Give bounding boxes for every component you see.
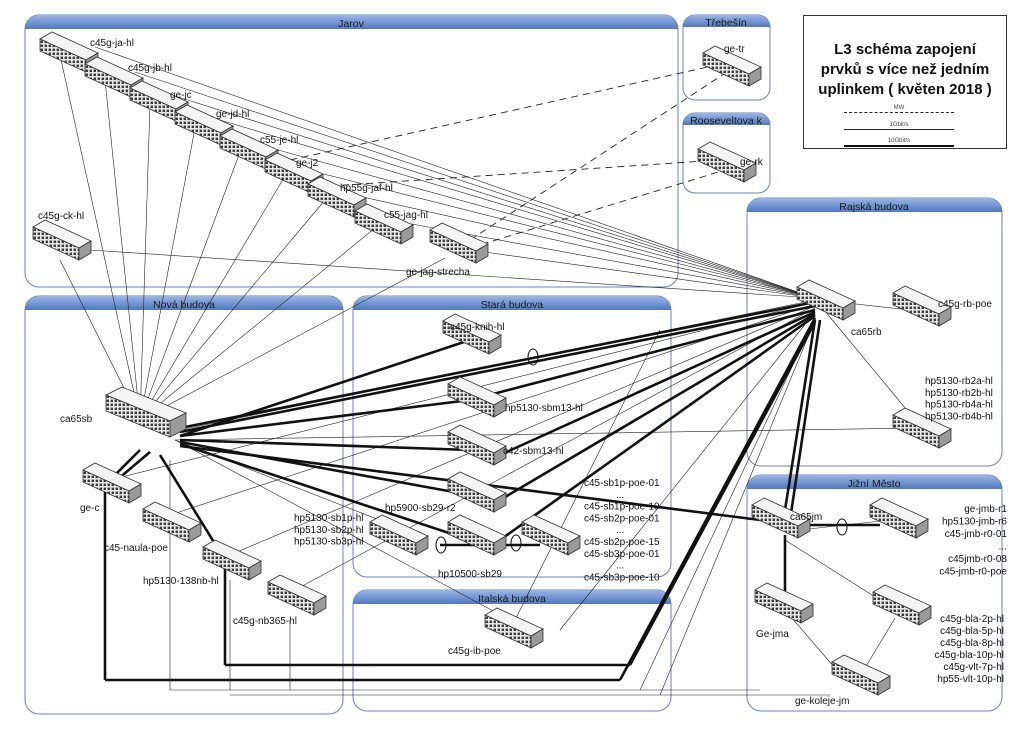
zone-title: Italská budova [478,593,546,605]
links-mw [289,61,731,249]
device-list-item: c45-sb1p-poe-19 [584,502,660,513]
device-list-item: ... [999,542,1007,553]
zone-title: Stará budova [481,299,544,311]
device-list-item: c45g-bla-2p-hl [940,614,1004,625]
legend-10g: 10Gbit/s [844,138,954,150]
device-list-item: hp5130-rb2a-hl [925,376,993,387]
zone-title: Nová budova [153,299,215,311]
label-ge-koleje-jm: ge-koleje-jm [795,696,849,707]
label-ge-jma: Ge-jma [756,629,789,640]
label-ca65rb: ca65rb [851,327,882,338]
device-list-item: c45-jmb-r0-poe [939,567,1007,578]
device-list-item: c45-sb2p-poe-01 [584,513,660,524]
device-list-item: ... [616,490,624,501]
label-ca65jm: ca65jm [790,512,822,523]
label-ge-jc: ge-jc [170,90,192,101]
device-list-item: c45-jmb-r0-01 [945,529,1008,540]
label-hp5130-sbm13-hl: hp5130-sbm13-hl [505,403,583,414]
zone-italska: Italská budova [352,589,672,712]
label-c42-sbm13-hl: c42-sbm13-hl [503,446,564,457]
label-ge-jag-strecha: ge-jag-strecha [406,267,470,278]
label-ge-j2: ge-j2 [296,158,319,169]
device-list-item: hp55-vlt-10p-hl [937,674,1004,685]
device-list-item: c45-sb3p-poe-01 [584,549,660,560]
label-c55-je-hl: c55-je-hl [260,135,298,146]
zone-title: Třebešín [705,17,747,29]
label-hp5900-sb29-r2: hp5900-sb29-r2 [385,503,456,514]
label-hp5130-138nb-hl: hp5130-138nb-hl [143,576,219,587]
label-c45g-knih-hl: c45g-knih-hl [450,322,504,333]
label-ge-rk: ge-rk [740,157,764,168]
label-c55-jag-hl: c55-jag-hl [384,210,428,221]
device-list-item: c45g-vlt-7p-hl [943,662,1004,673]
device-list-item: c45-sb3p-poe-10 [584,572,660,583]
label-ge-jd-hl: ge-jd-hl [216,109,249,120]
label-c45g-ck-hl: c45g-ck-hl [38,211,84,222]
device-list-item: hp5130-rb4b-hl [925,411,993,422]
device-list-item: c45g-bla-10p-hl [935,650,1005,661]
lag-markers [435,348,848,554]
device-list-item: hp5130-rb2b-hl [925,388,993,399]
zone-rajska: Rajská budova [746,197,1003,467]
label-group-sb-poe: c45-sb1p-poe-01...c45-sb1p-poe-19c45-sb2… [584,478,660,583]
device-labels: c45g-ja-hl c45g-jb-hl ge-jc ge-jd-hl c55… [38,38,992,707]
label-ge-c: ge-c [80,503,99,514]
legend-mw: MW [844,105,954,117]
device-list-item: c45-sb2p-poe-15 [584,537,660,548]
label-c45g-jb-hl: c45g-jb-hl [128,63,172,74]
label-ca65sb: ca65sb [60,414,93,425]
legend-mw-label: MW [893,105,905,111]
device-list-item: hp5130-sb3p-hl [294,537,364,548]
device-list-item: hp5130-jmb-r6 [942,517,1007,528]
label-hp55g-jaf-hl: hp55g-jaf-hl [340,183,393,194]
label-group-rajska: hp5130-rb2a-hlhp5130-rb2b-hlhp5130-rb4a-… [925,376,993,422]
zone-title: Jarov [338,18,364,30]
device-list-item: ... [616,525,624,536]
zone-stara: Stará budova [352,295,672,578]
zone-title: Jižní Město [847,478,900,490]
label-group-sb-stack: hp5130-sb1p-hlhp5130-sb2p-hlhp5130-sb3p-… [294,513,364,548]
legend-10g-label: 10Gbit/s [887,138,911,144]
label-c45g-rb-poe: c45g-rb-poe [938,299,992,310]
device-list-item: ge-jmb-r1 [964,504,1007,515]
links-1g [59,46,916,696]
device-list-item: hp5130-sb2p-hl [294,525,364,536]
label-hp10500-sb29: hp10500-sb29 [438,569,502,580]
label-ge-tr: ge-tr [724,44,745,55]
device-list-item: c45jmb-r0-08 [948,554,1007,565]
device-list-item: ... [616,561,624,572]
title-box: L3 schéma zapojení prvků s více než jedn… [803,15,1007,149]
label-group-jmb: ge-jmb-r1hp5130-jmb-r6c45-jmb-r0-01...c4… [939,504,1007,578]
device-list-item: hp5130-rb4a-hl [925,400,993,411]
diagram-title: L3 schéma zapojení prvků s více než jedn… [818,41,992,98]
legend-1g-label: 1Gbit/s [889,122,909,128]
zone-title: Rajská budova [839,201,909,213]
device-list-item: c45-sb1p-poe-01 [584,478,660,489]
device-list-item: c45g-bla-5p-hl [940,626,1004,637]
zone-title: Rooseveltova k [690,115,763,127]
zone-nova: Nová budova [24,295,344,715]
device-list-item: hp5130-sb1p-hl [294,513,364,524]
device-list-item: c45g-bla-8p-hl [940,638,1004,649]
label-c45-naula-poe: c45-naula-poe [104,543,168,554]
label-group-bla: c45g-bla-2p-hlc45g-bla-5p-hlc45g-bla-8p-… [935,614,1005,685]
zone-jarov: Jarov [24,14,679,288]
label-c45g-ja-hl: c45g-ja-hl [90,38,134,49]
label-c45g-ib-poe: c45g-ib-poe [448,646,501,657]
label-c45g-nb365-hl: c45g-nb365-hl [233,616,297,627]
legend-1g: 1Gbit/s [844,122,954,134]
